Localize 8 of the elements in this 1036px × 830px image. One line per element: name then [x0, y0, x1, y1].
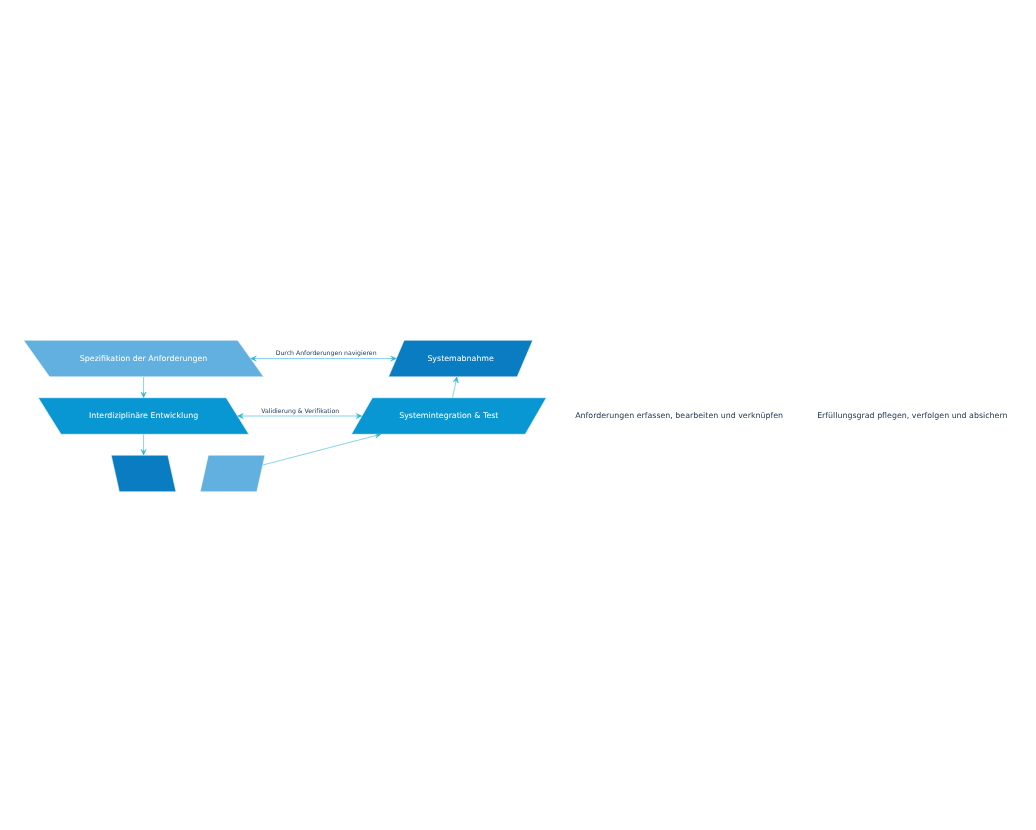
arrow [237, 412, 363, 418]
arrow [140, 375, 147, 397]
node-parallelogram [110, 453, 177, 492]
node-parallelogram [199, 453, 266, 492]
arrow [262, 432, 381, 465]
arrow [250, 354, 397, 361]
arrow [452, 375, 459, 397]
arrow [140, 433, 147, 455]
